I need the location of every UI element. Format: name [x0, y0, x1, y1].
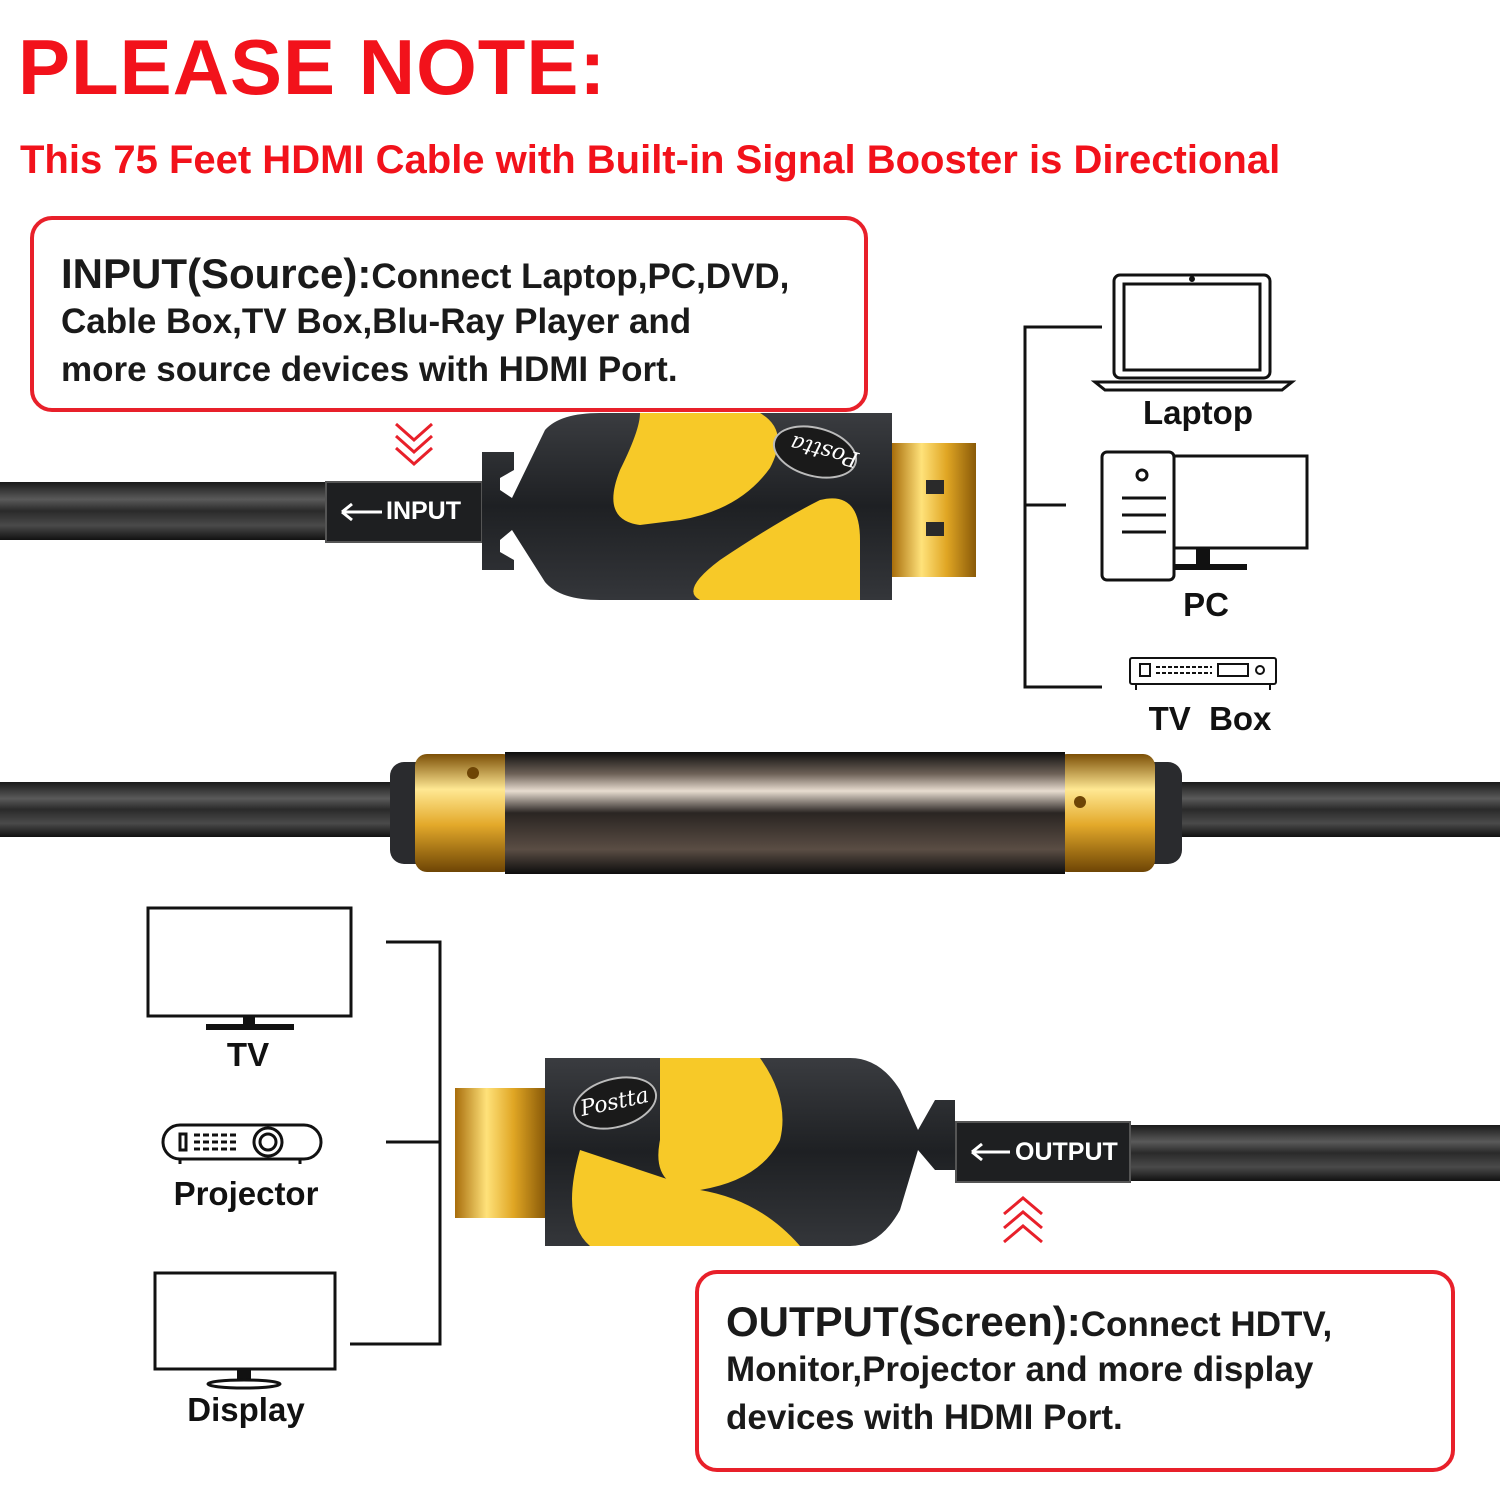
input-note-lead: INPUT(Source): — [61, 250, 372, 297]
output-note-line1: Connect HDTV, — [1080, 1305, 1333, 1344]
pc-icon — [1100, 450, 1309, 582]
source-bracket — [1023, 325, 1102, 689]
output-direction-icon — [1003, 1196, 1043, 1244]
page-title: PLEASE NOTE: — [18, 23, 607, 111]
laptop-icon — [1090, 273, 1297, 392]
input-note-line2: Cable Box,TV Box,Blu-Ray Player and — [61, 302, 692, 341]
signal-booster — [0, 752, 1500, 874]
display-label-tv: TV — [226, 1036, 270, 1073]
input-cable — [0, 413, 976, 600]
input-note-line1: Connect Laptop,PC,DVD, — [371, 257, 790, 296]
display-label-display: Display — [187, 1391, 305, 1428]
output-note-line2: Monitor,Projector and more display — [726, 1350, 1314, 1389]
input-note-line3: more source devices with HDMI Port. — [61, 350, 678, 389]
output-cable — [455, 1058, 1500, 1246]
input-tag-label: INPUT — [386, 497, 461, 525]
output-note-box: OUTPUT(Screen):Connect HDTV, Monitor,Pro… — [695, 1270, 1455, 1472]
page-subtitle: This 75 Feet HDMI Cable with Built-in Si… — [20, 138, 1281, 182]
display-icon — [153, 1271, 337, 1390]
output-note-lead: OUTPUT(Screen): — [726, 1298, 1081, 1345]
source-label-tv-box: TV Box — [1148, 700, 1272, 737]
tv-icon — [146, 906, 353, 1030]
input-note-box: INPUT(Source):Connect Laptop,PC,DVD, Cab… — [30, 216, 868, 412]
output-note-line3: devices with HDMI Port. — [726, 1398, 1123, 1437]
source-label-laptop: Laptop — [1143, 394, 1253, 431]
display-bracket — [350, 940, 442, 1346]
tv-box-icon — [1129, 657, 1277, 690]
source-label-pc: PC — [1183, 586, 1229, 623]
projector-icon — [161, 1123, 323, 1164]
display-label-projector: Projector — [173, 1175, 319, 1212]
output-tag-label: OUTPUT — [1015, 1138, 1118, 1166]
input-direction-icon — [395, 422, 433, 467]
